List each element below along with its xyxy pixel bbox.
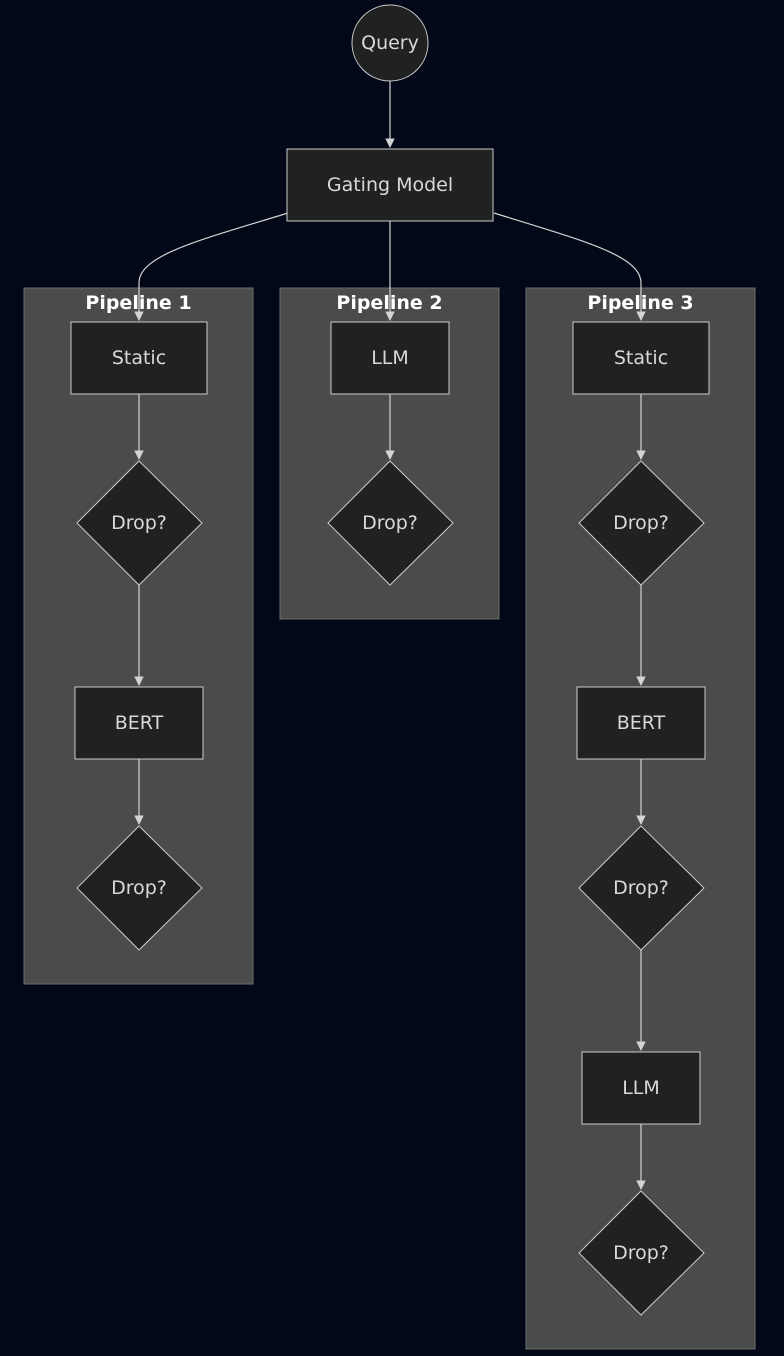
p3-drop-2-diamond — [578, 825, 705, 951]
p2-drop-1-label: Drop? — [362, 512, 418, 534]
p2-llm-label: LLM — [371, 347, 409, 369]
p2-drop-1-diamond — [327, 460, 454, 586]
p1-bert-label: BERT — [115, 712, 164, 734]
node-p1-drop-2: Drop? — [76, 825, 203, 951]
p1-static-label: Static — [112, 347, 166, 369]
p3-bert-box — [576, 686, 706, 760]
node-p2-drop-1: Drop? — [327, 460, 454, 586]
p1-bert-box — [74, 686, 204, 760]
edge-gating-to-p3-static — [493, 212, 646, 321]
p3-static-label: Static — [614, 347, 668, 369]
p1-static-box — [70, 321, 208, 395]
node-p3-drop-2: Drop? — [578, 825, 705, 951]
edges — [134, 81, 646, 1190]
p3-drop-1-label: Drop? — [613, 512, 669, 534]
p1-drop-2-diamond — [76, 825, 203, 951]
node-p1-static: Static — [70, 321, 208, 395]
p3-bert-label: BERT — [617, 712, 666, 734]
p3-llm-box — [581, 1051, 701, 1125]
edge-gating-to-p1-static — [134, 212, 289, 321]
gating-model-box — [286, 148, 494, 222]
p3-llm-label: LLM — [622, 1077, 660, 1099]
node-p3-drop-3: Drop? — [578, 1190, 705, 1316]
gating-model-label: Gating Model — [327, 174, 453, 196]
node-p3-static: Static — [572, 321, 710, 395]
node-gating-model: Gating Model — [286, 148, 494, 222]
query-label: Query — [361, 32, 419, 54]
p1-drop-2-label: Drop? — [111, 877, 167, 899]
p3-drop-1-diamond — [578, 460, 705, 586]
node-query: Query — [351, 4, 429, 82]
p3-drop-3-diamond — [578, 1190, 705, 1316]
p3-drop-3-label: Drop? — [613, 1242, 669, 1264]
p3-static-box — [572, 321, 710, 395]
node-p1-drop-1: Drop? — [76, 460, 203, 586]
p1-drop-1-diamond — [76, 460, 203, 586]
node-p3-bert: BERT — [576, 686, 706, 760]
p3-drop-2-label: Drop? — [613, 877, 669, 899]
node-p3-llm: LLM — [581, 1051, 701, 1125]
node-p3-drop-1: Drop? — [578, 460, 705, 586]
node-p2-llm: LLM — [330, 321, 450, 395]
query-circle — [351, 4, 429, 82]
p1-drop-1-label: Drop? — [111, 512, 167, 534]
p2-llm-box — [330, 321, 450, 395]
node-p1-bert: BERT — [74, 686, 204, 760]
